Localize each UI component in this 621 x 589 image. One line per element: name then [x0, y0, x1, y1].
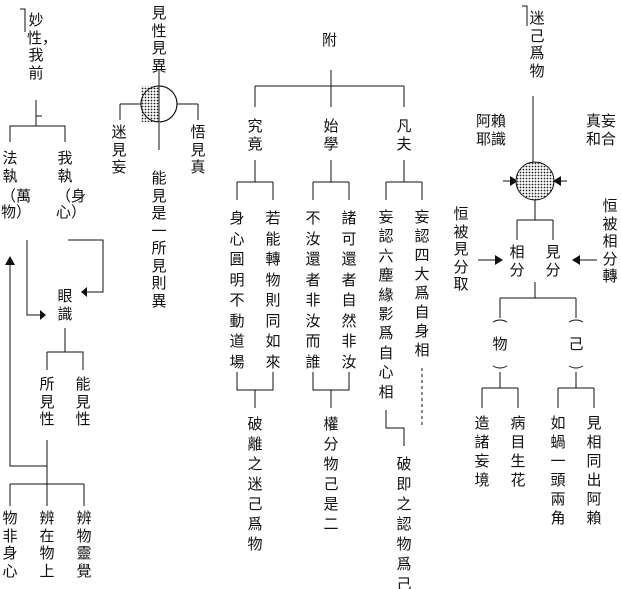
label-wo-zhi: 我執: [57, 149, 73, 185]
label-bian-wu-ling-jue: 辨物靈覺: [76, 509, 92, 580]
label-neng-jian-xing: 能見性: [75, 375, 91, 428]
label-a-lai-ye-shi: 阿賴耶識: [476, 112, 507, 148]
label-shi-xue: 始學: [323, 117, 339, 153]
label-jian-fen: 見分: [545, 243, 561, 279]
title-fu: 附: [322, 31, 338, 49]
text-col-bu-ru-huan: 不汝還者非汝而誰: [305, 209, 321, 371]
label-suo-jian-xing: 所見性: [39, 375, 55, 428]
title-jian-xing-jian-yi: 見性見異: [151, 4, 167, 75]
label-bian-zai-wu-shang: 辨在物上: [39, 509, 55, 580]
label-jian-xiang-tong-chu: 見相同出阿賴: [586, 414, 602, 527]
label-po-ji-zhi-ren: 破即之認物爲己: [396, 455, 412, 589]
label-neng-jian-shi-yi: 能見是一所見則異: [151, 169, 167, 310]
label-wan-wu: （萬物）: [1, 187, 32, 221]
text-col-shen-xin-yuan-ming: 身心圓明不動道場: [229, 209, 245, 371]
label-zhen-wang-he-he: 真妄和合: [586, 112, 617, 148]
top-label-miao-xing: 妙性，我前: [27, 11, 58, 82]
label-wu: 物: [492, 335, 508, 353]
label-zao-zhu-wang-jing: 造諸妄境: [474, 414, 490, 489]
label-wu-fei-shen-xin: 物非身心: [2, 509, 18, 580]
label-heng-bei-xiang-fen-zhuan: 恒被相分轉: [602, 197, 618, 285]
label-yan-shi: 眼識: [57, 287, 73, 323]
text-col-wang-ren-liu-chen: 妄認六塵緣影爲自心相: [378, 208, 394, 401]
alaya-circle: [515, 161, 555, 201]
top-label-mi-ji-wei-wu: 迷己爲物: [529, 9, 545, 80]
label-po-li-zhi-mi: 破離之迷己爲物: [247, 415, 263, 553]
text-col-zhu-ke-huan: 諸可還者自然非汝: [341, 209, 357, 371]
label-wu-jian-zhen: 悟見真: [190, 123, 206, 176]
label-jiu-jing: 究竟: [247, 117, 263, 153]
label-shen-xin: （身心）: [56, 187, 87, 221]
label-mi-jian-wang: 迷見妄: [111, 123, 127, 176]
label-xiang-fen: 相分: [509, 243, 525, 279]
label-quan-fen-wu-ji: 權分物己是二: [323, 415, 339, 533]
label-ji: 己: [568, 335, 584, 353]
label-fa-zhi: 法執: [2, 149, 18, 185]
label-fan-fu: 凡夫: [396, 117, 412, 153]
label-bing-mu-sheng-hua: 病目生花: [510, 414, 526, 489]
text-col-ruo-neng-zhuan-wu: 若能轉物則同如來: [265, 209, 281, 371]
text-col-wang-ren-si-da: 妄認四大爲自身相: [414, 208, 430, 359]
label-heng-bei-jian-fen-qu: 恒被見分取: [453, 205, 469, 293]
label-ru-wo-yi-tou: 如蝸一頭兩角: [550, 414, 566, 527]
